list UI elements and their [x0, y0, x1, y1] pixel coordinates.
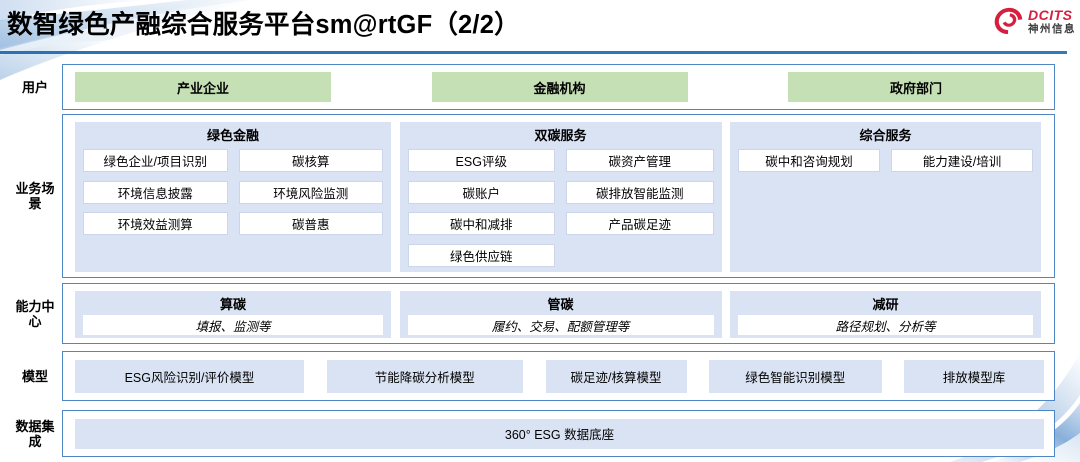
- panel-title-comprehensive: 综合服务: [859, 128, 912, 143]
- model-box[interactable]: ESG风险识别/评价模型: [75, 359, 304, 393]
- scene-item[interactable]: 环境信息披露: [83, 180, 228, 204]
- logo-brand-cn: 神州信息: [1028, 22, 1076, 35]
- scene-item[interactable]: 碳排放智能监测: [566, 180, 714, 204]
- scene-item[interactable]: ESG评级: [407, 149, 555, 172]
- scene-item[interactable]: 绿色供应链: [407, 243, 555, 267]
- row-box-scenarios: 绿色金融 绿色企业/项目识别 碳核算 环境信息披露 环境风险监测 环境效益测算 …: [62, 114, 1055, 278]
- panel-title-reduce-research: 减研: [872, 297, 899, 312]
- scene-item[interactable]: 绿色企业/项目识别: [83, 149, 228, 172]
- dcits-logo: DCITS 神州信息: [992, 6, 1076, 36]
- scene-item[interactable]: 环境风险监测: [238, 180, 383, 204]
- data-base-box[interactable]: 360° ESG 数据底座: [75, 418, 1044, 449]
- user-box-industry[interactable]: 产业企业: [75, 72, 331, 102]
- scene-item[interactable]: 碳中和咨询规划: [738, 149, 880, 172]
- panel-title-dual-carbon: 双碳服务: [534, 128, 587, 143]
- row-label-scenarios: 业务场景: [15, 181, 55, 211]
- scene-item[interactable]: 碳普惠: [238, 212, 383, 235]
- scene-item[interactable]: 碳资产管理: [566, 149, 714, 172]
- title-underline: [0, 51, 1067, 54]
- scene-item[interactable]: 碳账户: [407, 180, 555, 204]
- model-box[interactable]: 绿色智能识别模型: [709, 359, 882, 393]
- panel-green-finance: 绿色金融 绿色企业/项目识别 碳核算 环境信息披露 环境风险监测 环境效益测算 …: [75, 122, 391, 272]
- page-title: 数智绿色产融综合服务平台sm@rtGF（2/2）: [7, 11, 520, 39]
- row-box-capability: 算碳 填报、监测等 管碳 履约、交易、配额管理等 减研 路径规划、分析等: [62, 283, 1055, 344]
- model-box[interactable]: 节能降碳分析模型: [326, 359, 523, 393]
- panel-dual-carbon: 双碳服务 ESG评级 碳资产管理 碳账户 碳排放智能监测 碳中和减排 产品碳足迹…: [399, 122, 722, 272]
- panels-container: 算碳 填报、监测等 管碳 履约、交易、配额管理等 减研 路径规划、分析等: [63, 291, 1054, 338]
- panel-title-green-finance: 绿色金融: [206, 128, 259, 143]
- user-box-government[interactable]: 政府部门: [788, 72, 1044, 102]
- model-box[interactable]: 排放模型库: [904, 359, 1044, 393]
- scene-items-grid: 绿色企业/项目识别 碳核算 环境信息披露 环境风险监测 环境效益测算 碳普惠: [75, 144, 391, 235]
- cap-desc-count-carbon[interactable]: 填报、监测等: [83, 315, 383, 335]
- row-box-users: 产业企业 金融机构 政府部门: [62, 64, 1055, 110]
- logo-text: DCITS 神州信息: [1028, 8, 1076, 35]
- panel-manage-carbon: 管碳 履约、交易、配额管理等: [399, 291, 722, 338]
- logo-brand: DCITS: [1028, 6, 1073, 23]
- row-box-models: ESG风险识别/评价模型 节能降碳分析模型 碳足迹/核算模型 绿色智能识别模型 …: [62, 351, 1055, 401]
- scene-item[interactable]: 碳核算: [238, 149, 383, 172]
- panel-title-manage-carbon: 管碳: [547, 297, 574, 312]
- row-label-data-integration: 数据集成: [15, 418, 55, 449]
- dcits-swirl-icon: [994, 7, 1023, 34]
- scene-item[interactable]: 碳中和减排: [407, 212, 555, 235]
- row-label-capability: 能力中心: [15, 298, 55, 329]
- scene-items-grid: ESG评级 碳资产管理 碳账户 碳排放智能监测 碳中和减排 产品碳足迹 绿色供应…: [400, 144, 722, 267]
- cap-desc-manage-carbon[interactable]: 履约、交易、配额管理等: [407, 315, 714, 335]
- panel-comprehensive: 综合服务 碳中和咨询规划 能力建设/培训: [730, 122, 1041, 272]
- panel-title-count-carbon: 算碳: [219, 297, 246, 312]
- row-box-data-integration: 360° ESG 数据底座: [62, 410, 1055, 457]
- model-box[interactable]: 碳足迹/核算模型: [545, 359, 687, 393]
- row-label-users: 用户: [21, 79, 48, 95]
- scene-item[interactable]: 产品碳足迹: [566, 212, 714, 235]
- panel-reduce-research: 减研 路径规划、分析等: [730, 291, 1041, 338]
- row-label-models: 模型: [21, 368, 48, 384]
- panel-count-carbon: 算碳 填报、监测等: [75, 291, 391, 338]
- scene-items-grid: 碳中和咨询规划 能力建设/培训: [730, 144, 1041, 172]
- user-box-finance[interactable]: 金融机构: [431, 72, 688, 102]
- scene-item[interactable]: 环境效益测算: [83, 212, 228, 235]
- panels-container: 绿色金融 绿色企业/项目识别 碳核算 环境信息披露 环境风险监测 环境效益测算 …: [63, 122, 1054, 272]
- cap-desc-reduce-research[interactable]: 路径规划、分析等: [738, 315, 1033, 335]
- scene-item[interactable]: 能力建设/培训: [891, 149, 1033, 172]
